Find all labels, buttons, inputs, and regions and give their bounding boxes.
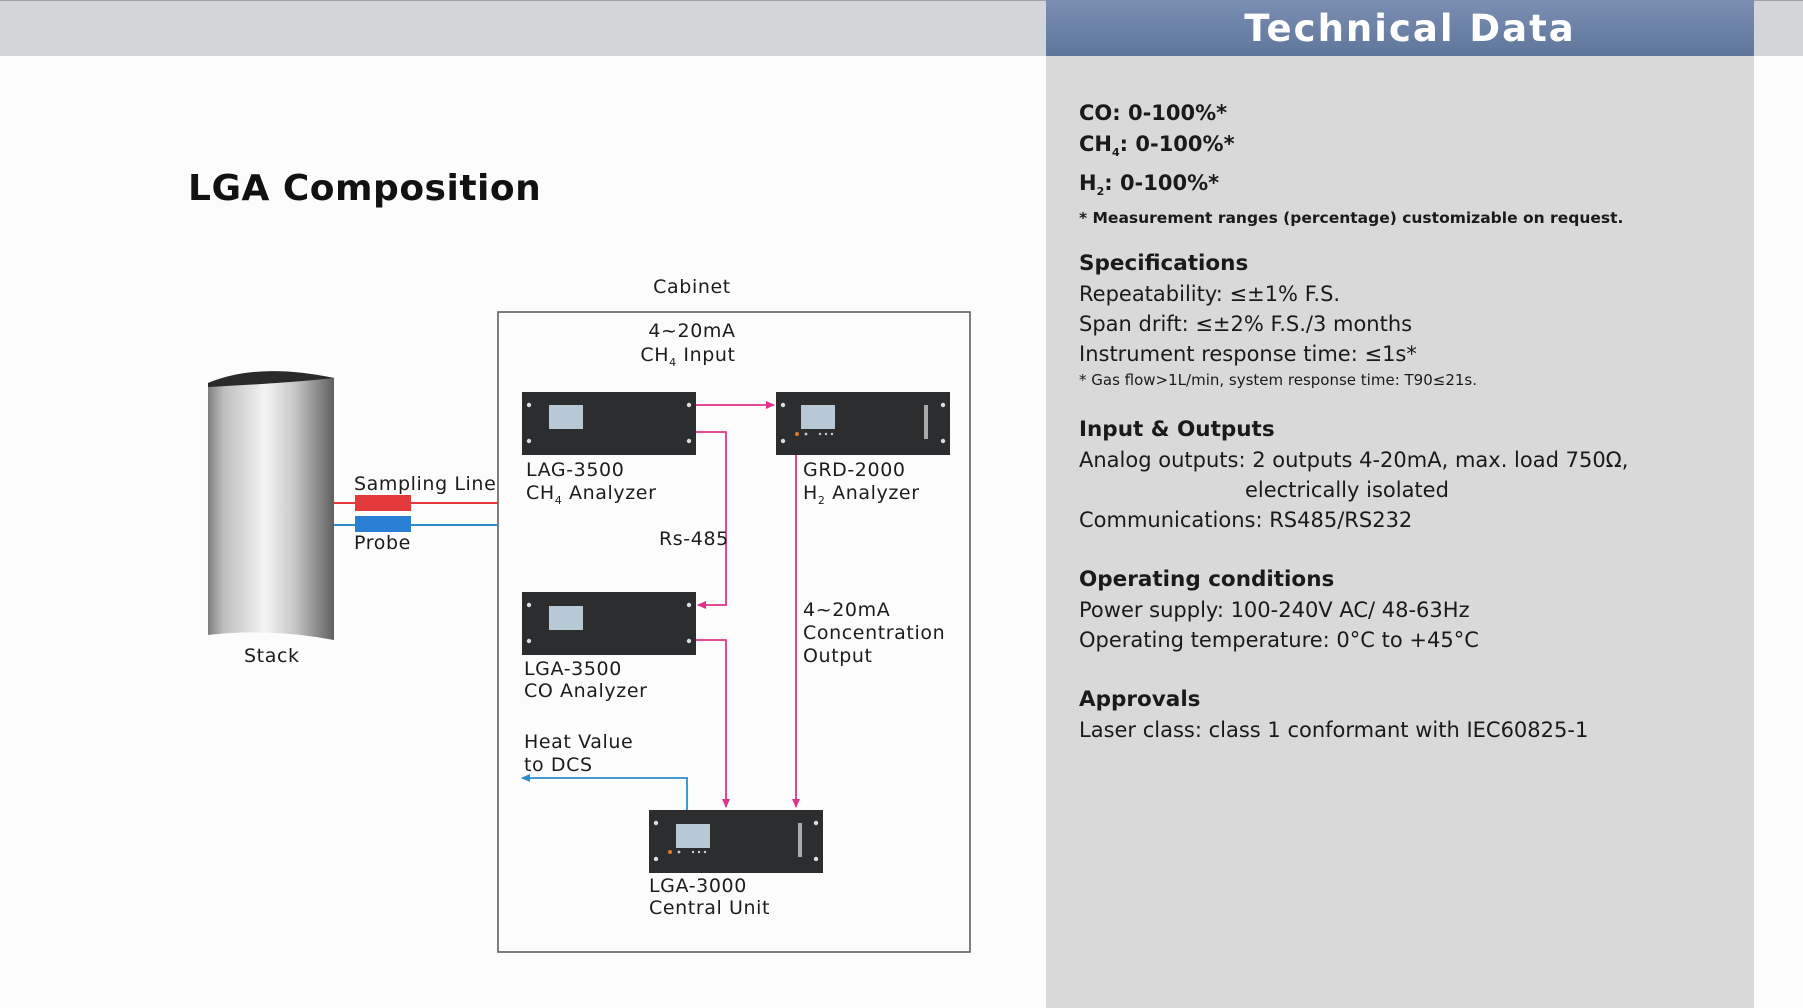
lga-3500-desc: CO Analyzer — [524, 680, 648, 702]
lga-3000-central-unit — [649, 810, 823, 873]
lga-3500-unit — [522, 592, 696, 655]
io-heading: Input & Outputs — [1079, 417, 1275, 443]
sampling-line-label: Sampling Line — [354, 473, 496, 495]
conc-output-line1: 4~20mA — [803, 599, 890, 621]
operating-heading: Operating conditions — [1079, 567, 1335, 593]
stack — [208, 371, 334, 640]
technical-data-panel — [1046, 0, 1754, 1008]
ch4-input-label-line2: CH4 Input — [640, 344, 735, 369]
range-note: * Measurement ranges (percentage) custom… — [1079, 209, 1624, 228]
operating-temperature: Operating temperature: 0°C to +45°C — [1079, 628, 1479, 653]
probe-label: Probe — [354, 532, 411, 554]
header-band: Technical Data — [1046, 0, 1754, 56]
io-communications: Communications: RS485/RS232 — [1079, 508, 1413, 533]
rs485-link — [696, 431, 727, 609]
central-unit-desc: Central Unit — [649, 897, 770, 919]
lag-3500-unit — [522, 392, 696, 455]
spec-note: * Gas flow>1L/min, system response time:… — [1079, 371, 1477, 390]
stack-label: Stack — [244, 645, 300, 667]
grd-2000-model: GRD-2000 — [803, 459, 906, 481]
diagram-title: LGA Composition — [188, 168, 542, 209]
cabinet-label: Cabinet — [653, 276, 731, 298]
technical-data-content: CO: 0-100%* CH4: 0-100%* H2: 0-100%* * M… — [1079, 98, 1739, 745]
range-h2: H2: 0-100%* — [1079, 171, 1220, 199]
co-to-central-link — [696, 639, 730, 808]
lga-3500-model: LGA-3500 — [524, 658, 622, 680]
rs485-label: Rs-485 — [659, 528, 729, 550]
heat-value-dcs-link — [521, 774, 688, 810]
grd-2000-desc: H2 Analyzer — [803, 482, 920, 507]
cabinet-frame — [497, 311, 971, 953]
lag-3500-desc: CH4 Analyzer — [526, 482, 657, 507]
probe-block — [355, 516, 411, 532]
grd-2000-unit — [776, 392, 950, 455]
spec-response-time: Instrument response time: ≤1s* — [1079, 342, 1417, 367]
specifications-heading: Specifications — [1079, 251, 1249, 277]
heat-value-line1: Heat Value — [524, 731, 633, 753]
conc-output-line2: Concentration — [803, 622, 945, 644]
heat-value-line2: to DCS — [524, 754, 593, 776]
ch4-input-label-line1: 4~20mA — [648, 320, 735, 342]
io-analog-line1: Analog outputs: 2 outputs 4-20mA, max. l… — [1079, 448, 1629, 473]
range-co: CO: 0-100%* — [1079, 101, 1228, 125]
conc-output-line3: Output — [803, 645, 873, 667]
range-ch4: CH4: 0-100%* — [1079, 132, 1235, 160]
header-title: Technical Data — [1244, 6, 1576, 50]
spec-span-drift: Span drift: ≤±2% F.S./3 months — [1079, 312, 1413, 337]
lag-3500-model: LAG-3500 — [526, 459, 624, 481]
sampling-block — [355, 495, 411, 511]
central-unit-model: LGA-3000 — [649, 875, 747, 897]
io-analog-line2: electrically isolated — [1245, 478, 1449, 503]
operating-power: Power supply: 100-240V AC/ 48-63Hz — [1079, 598, 1470, 623]
approvals-laser: Laser class: class 1 conformant with IEC… — [1079, 718, 1589, 743]
lga-composition-diagram: Cabinet 4~20mA CH4 Input Stack Sampling … — [208, 276, 971, 953]
spec-repeatability: Repeatability: ≤±1% F.S. — [1079, 282, 1341, 307]
approvals-heading: Approvals — [1079, 687, 1201, 713]
